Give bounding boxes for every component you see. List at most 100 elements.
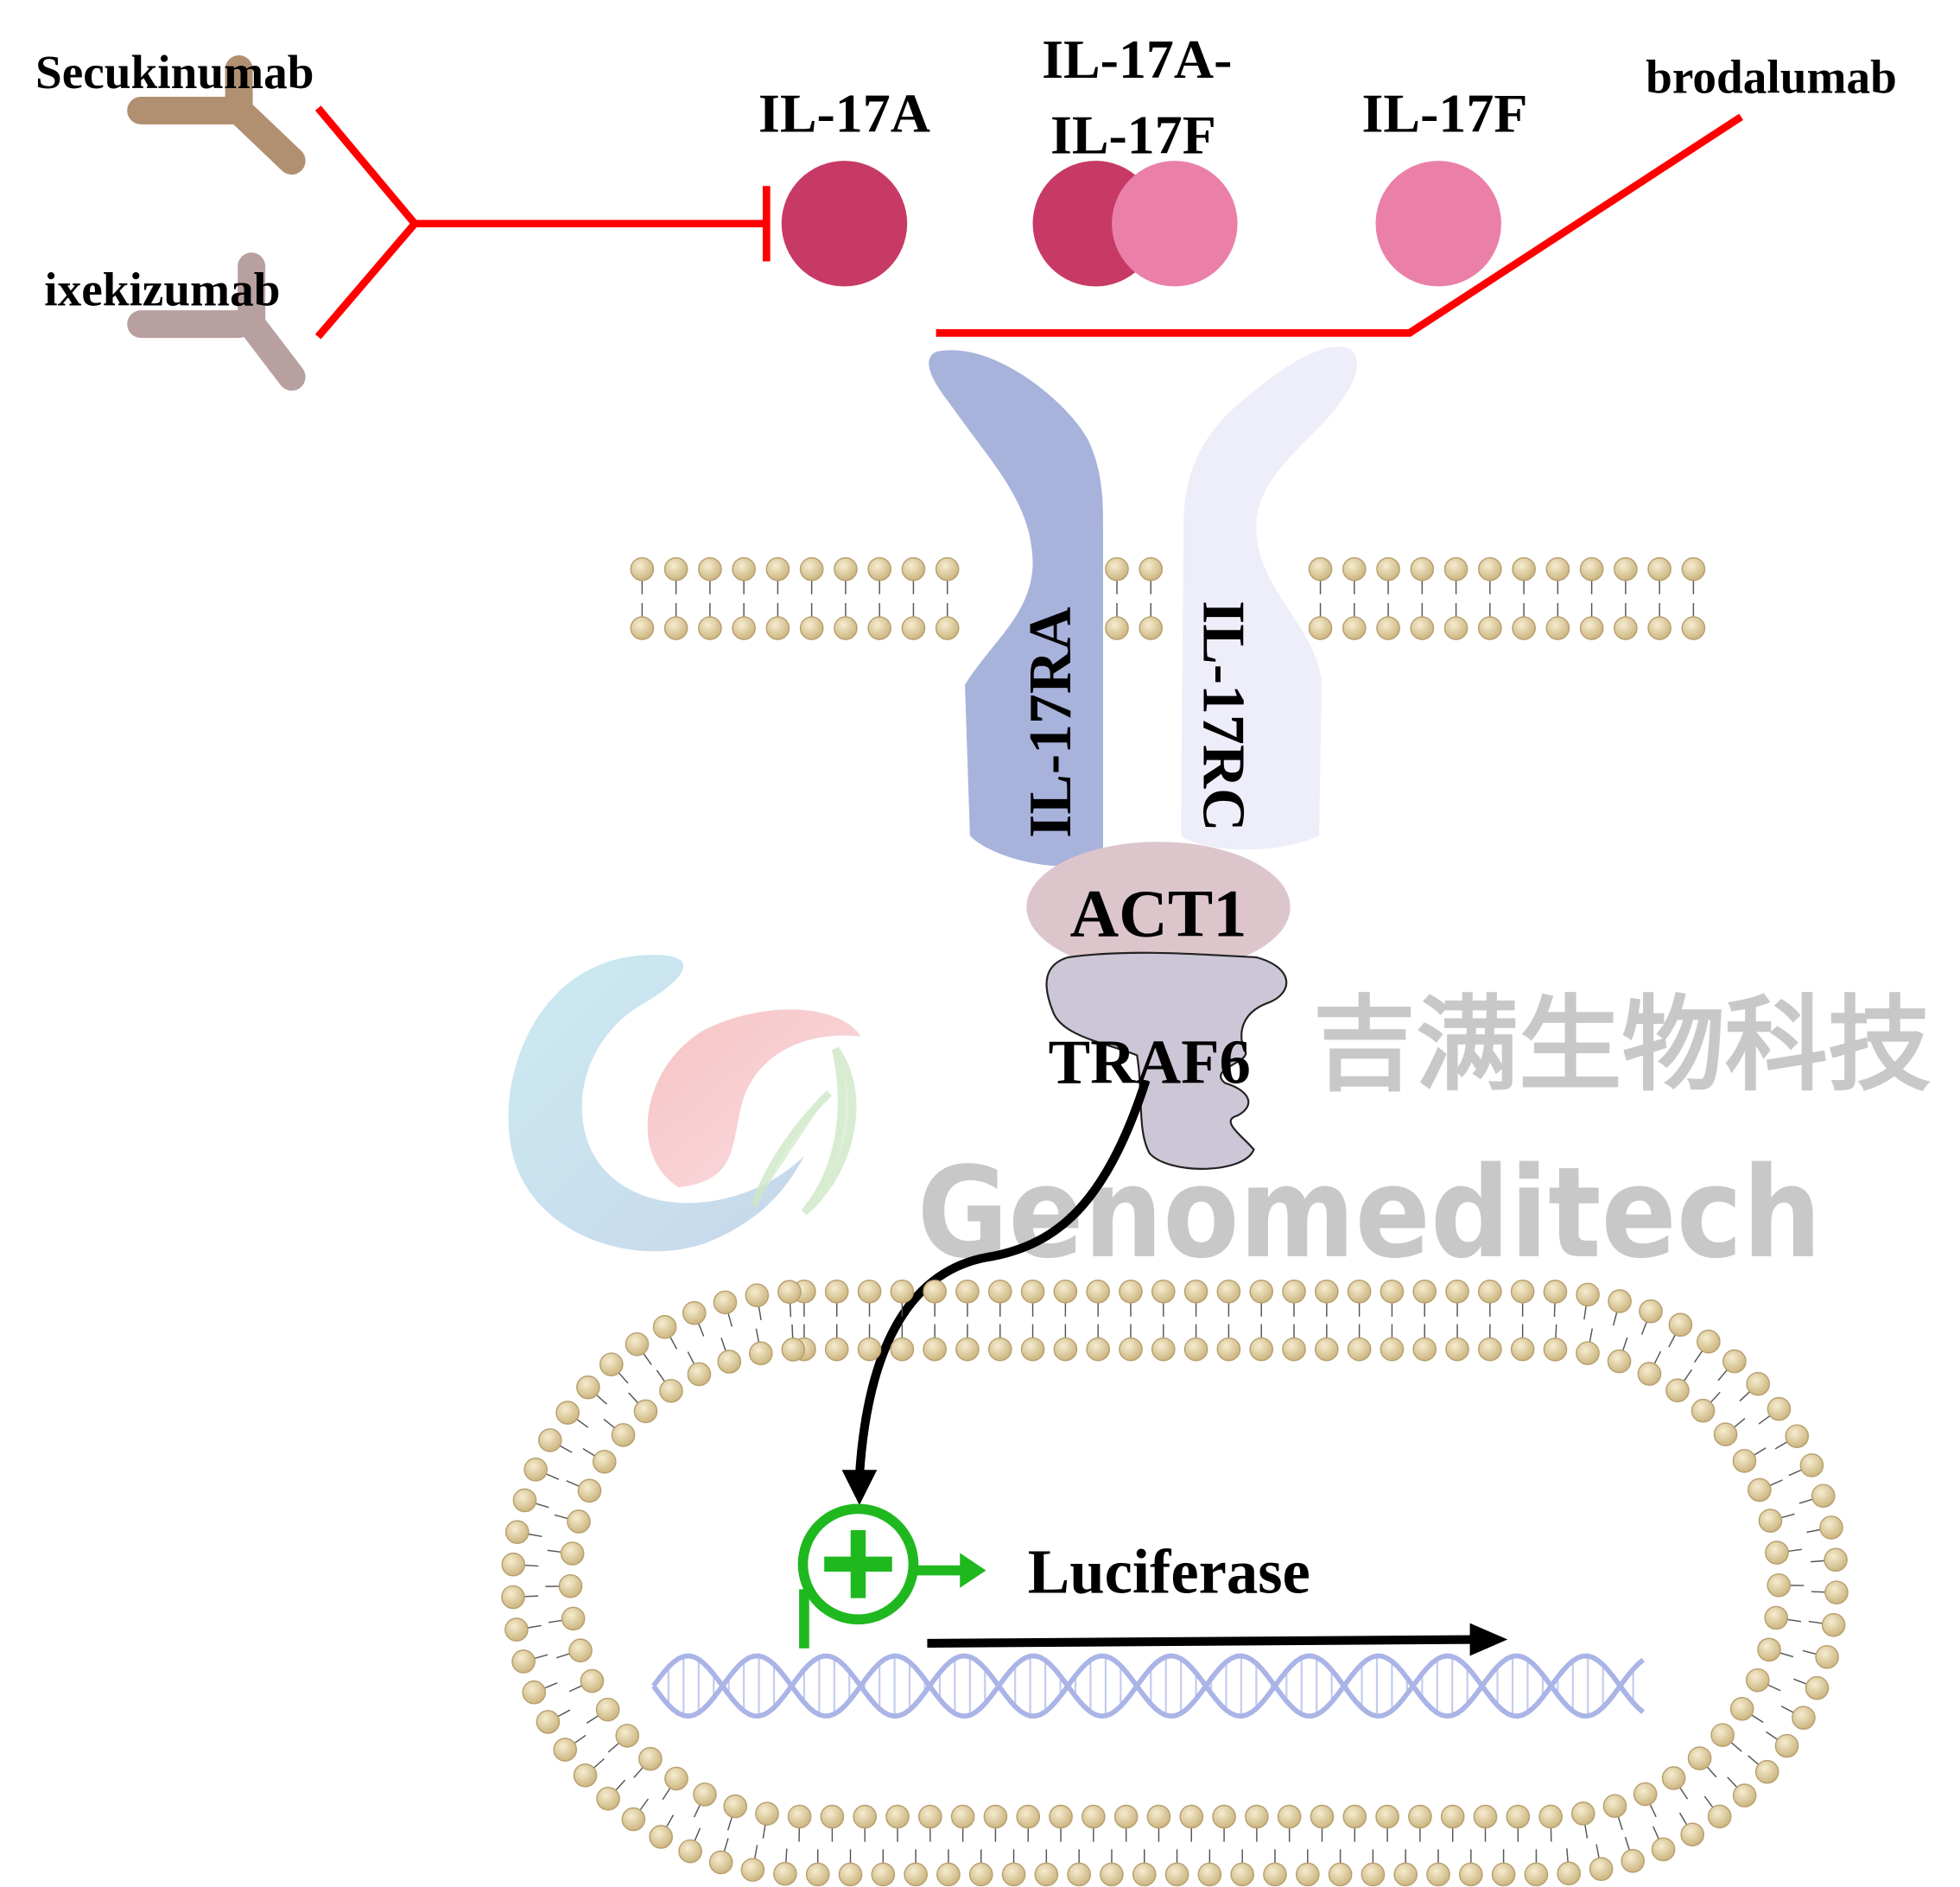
lipid-molecule	[1295, 1849, 1320, 1887]
lipid-molecule	[1802, 1644, 1839, 1669]
lipid-molecule	[1545, 602, 1570, 640]
lipid-molecule	[522, 1680, 558, 1705]
signal-arrowhead-icon	[841, 1470, 878, 1505]
lipid-molecule	[687, 1351, 712, 1387]
act1-label: ACT1	[1069, 875, 1246, 950]
lipid-molecule	[1710, 1723, 1742, 1752]
lipid-molecule	[1729, 1697, 1764, 1724]
lipid-molecule	[781, 1324, 806, 1362]
lipid-molecule	[1510, 1324, 1535, 1362]
il17a-label: IL-17A	[758, 83, 930, 144]
watermark-chinese: 吉满生物科技	[1313, 985, 1931, 1105]
lipid-molecule	[1342, 556, 1367, 594]
lipid-molecule	[1410, 602, 1435, 640]
lipid-molecule	[603, 1418, 636, 1447]
lipid-molecule	[732, 602, 756, 640]
lipid-molecule	[1614, 602, 1638, 640]
lipid-molecule	[1245, 1804, 1269, 1842]
lipid-molecule	[1727, 1776, 1757, 1808]
lipid-molecule	[820, 1804, 845, 1842]
watermark-english: Genomeditech	[917, 1140, 1822, 1287]
lipid-molecule	[633, 1746, 663, 1779]
lipid-molecule	[950, 1804, 975, 1842]
lipid-molecule	[732, 556, 756, 594]
lipid-molecule	[799, 602, 824, 640]
lipid-molecule	[1687, 1746, 1717, 1778]
lipid-molecule	[1119, 1279, 1143, 1317]
lipid-molecule	[1393, 1849, 1418, 1887]
lipid-molecule	[501, 1585, 539, 1610]
lipid-molecule	[1545, 556, 1570, 594]
lipid-molecule	[1277, 1804, 1302, 1842]
lipid-molecule	[1524, 1849, 1549, 1887]
lipid-molecule	[596, 1779, 626, 1811]
lipid-molecule	[582, 1448, 617, 1474]
lipid-molecule	[1808, 1612, 1846, 1637]
brodalumab-label: brodalumab	[1646, 51, 1897, 104]
il17rc-receptor	[1181, 346, 1358, 850]
lipid-molecule	[1410, 556, 1435, 594]
lipid-molecule	[537, 1428, 573, 1453]
lipid-molecule	[1570, 1801, 1595, 1839]
lipid-molecule	[1774, 1424, 1810, 1450]
lipid-molecule	[1212, 1804, 1236, 1842]
transcription-arrow	[927, 1635, 1476, 1649]
lipid-molecule	[1512, 602, 1536, 640]
lipid-molecule	[1757, 1637, 1794, 1662]
il17f-circle	[1375, 161, 1501, 287]
lipid-molecule	[955, 1324, 980, 1362]
lipid-molecule	[1034, 1849, 1059, 1887]
lipid-molecule	[1767, 1572, 1805, 1598]
act1-protein	[1026, 842, 1291, 973]
il17f-label: IL-17F	[1362, 83, 1528, 144]
lipid-molecule	[901, 556, 926, 594]
lipid-molecule	[652, 1315, 678, 1350]
lipid-molecule	[1637, 1350, 1662, 1386]
lipid-molecule	[765, 556, 790, 594]
lipid-molecule	[1445, 1324, 1469, 1362]
lipid-molecule	[1765, 1541, 1802, 1565]
lipid-molecule	[1001, 1849, 1026, 1887]
lipid-molecule	[625, 1331, 652, 1366]
lipid-molecule	[1249, 1324, 1274, 1362]
promoter-icon	[797, 1503, 986, 1649]
brodalumab-inhibition-line	[936, 113, 1744, 337]
lipid-molecule	[1342, 1804, 1367, 1842]
lipid-molecule	[1681, 556, 1706, 594]
lipid-molecule	[1681, 602, 1706, 640]
antibody-inhibition-line	[314, 105, 771, 340]
dna-helix	[651, 1653, 1646, 1719]
lipid-molecule	[1579, 602, 1604, 640]
il17ra-receptor	[929, 350, 1103, 867]
lipid-molecule	[1282, 1279, 1306, 1317]
lipid-molecule	[1647, 556, 1671, 594]
lipid-molecule	[857, 1279, 882, 1317]
lipid-molecule	[1703, 1795, 1732, 1829]
lipid-molecule	[1119, 1324, 1143, 1362]
lipid-molecule	[1748, 1755, 1779, 1784]
lipid-molecule	[1576, 1282, 1600, 1320]
lipid-molecule	[553, 1734, 587, 1762]
lipid-molecule	[867, 602, 891, 640]
lipid-molecule	[1589, 1844, 1614, 1881]
traf6-protein	[1045, 951, 1288, 1170]
lipid-molecule	[573, 1758, 605, 1788]
lipid-molecule	[935, 556, 960, 594]
lipid-molecule	[1139, 556, 1164, 594]
il17af-f-circle	[1112, 161, 1238, 287]
lipid-molecule	[662, 1766, 688, 1801]
lipid-molecule	[740, 1845, 765, 1882]
lipid-molecule	[568, 1668, 605, 1693]
transcription-arrowhead-icon	[1469, 1623, 1508, 1656]
ixekizumab-antibody-icon	[127, 252, 306, 391]
lipid-molecule	[1478, 556, 1502, 594]
lipid-molecule	[824, 1279, 849, 1317]
lipid-molecule	[799, 556, 824, 594]
lipid-molecule	[1668, 1312, 1693, 1348]
lipid-molecule	[890, 1324, 915, 1362]
lipid-molecule	[1811, 1580, 1849, 1604]
lipid-molecule	[1690, 1391, 1721, 1423]
lipid-molecule	[1086, 1324, 1110, 1362]
lipid-molecule	[1164, 1849, 1189, 1887]
